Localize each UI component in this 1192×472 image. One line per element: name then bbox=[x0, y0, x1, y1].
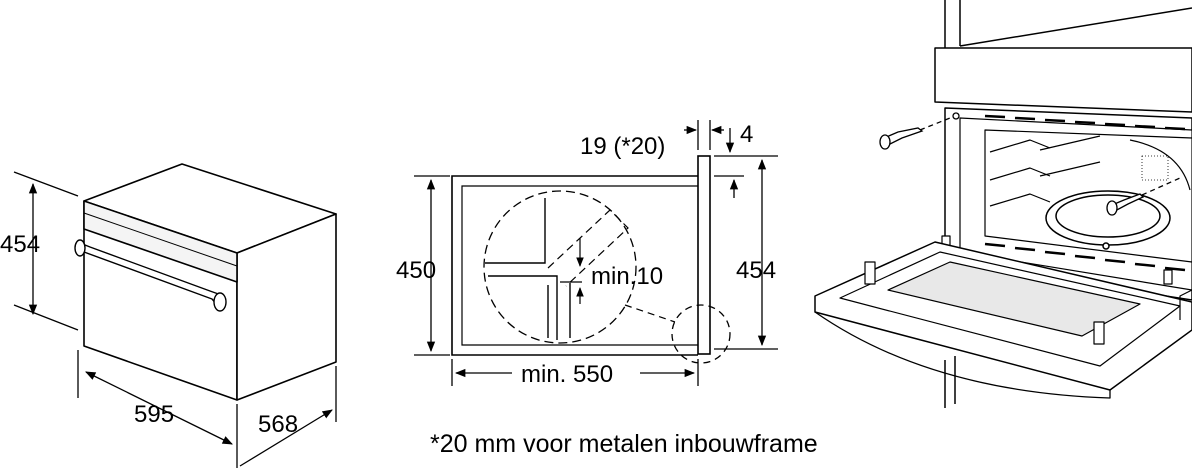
oven-control-panel bbox=[83, 200, 238, 283]
niche-height-label: 450 bbox=[396, 257, 436, 284]
installation-perspective-view bbox=[814, 0, 1192, 408]
min-depth-dimension bbox=[451, 359, 699, 386]
oven-depth-dimension bbox=[239, 366, 337, 467]
unit-height-label: 454 bbox=[736, 257, 776, 284]
screw-icon bbox=[879, 112, 960, 150]
oven-isometric-view bbox=[74, 163, 337, 401]
oven-height-dimension bbox=[13, 171, 79, 331]
min-depth-label: min. 550 bbox=[521, 361, 613, 388]
screw-icon bbox=[1106, 177, 1181, 216]
unit-height-dimension bbox=[714, 155, 778, 350]
oven-depth-label: 568 bbox=[258, 411, 298, 438]
min-clearance-label: min.10 bbox=[591, 263, 663, 290]
detail-magnifier-circle bbox=[483, 190, 637, 344]
oven-width-dimension bbox=[77, 350, 238, 468]
niche-cabinet-outline bbox=[451, 175, 698, 356]
oven-side-face bbox=[236, 213, 337, 401]
footnote-metal-frame: *20 mm voor metalen inbouwframe bbox=[430, 430, 818, 458]
niche-height-dimension bbox=[414, 175, 450, 356]
oven-width-label: 595 bbox=[134, 401, 174, 428]
door-glass-window bbox=[887, 261, 1141, 337]
niche-front-panel bbox=[697, 155, 711, 355]
oven-height-label: 454 bbox=[0, 231, 40, 258]
detail-target-circle bbox=[671, 304, 731, 364]
panel-thickness-dimension bbox=[684, 120, 735, 154]
panel-thickness-label: 19 (*20) bbox=[580, 133, 665, 160]
gap-label: 4 bbox=[740, 121, 753, 148]
niche-section-view bbox=[451, 155, 731, 364]
